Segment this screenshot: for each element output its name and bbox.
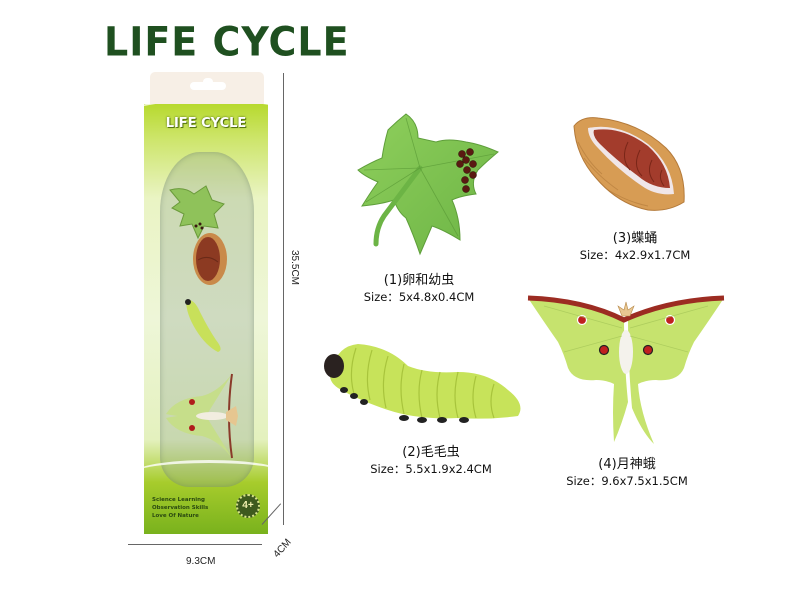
item-size: Size：4x2.9x1.7CM <box>579 248 691 262</box>
item-caption-2: (2)毛毛虫 Size：5.5x1.9x2.4CM <box>356 444 506 478</box>
item-caption-4: (4)月神蛾 Size：9.6x7.5x1.5CM <box>552 456 702 490</box>
item-name: (2)毛毛虫 <box>402 445 460 460</box>
product-package: LIFE CYCLE Science Learnin <box>144 72 268 534</box>
height-label: 35.5CM <box>289 249 301 286</box>
decorative-swoosh <box>144 460 268 486</box>
mini-moth-icon <box>166 373 238 459</box>
item-caption-1: (1)卵和幼虫 Size：5x4.8x0.4CM <box>344 272 494 306</box>
hang-tab <box>150 72 264 106</box>
mini-leaf-icon <box>169 185 225 240</box>
hang-hole <box>190 78 226 90</box>
item-size: Size：5x4.8x0.4CM <box>363 290 475 304</box>
page-title: LIFE CYCLE <box>104 18 350 66</box>
width-dimension-line <box>128 544 262 545</box>
item-name: (4)月神蛾 <box>598 457 656 472</box>
item-size: Size：5.5x1.9x2.4CM <box>370 462 492 476</box>
item-name: (1)卵和幼虫 <box>383 273 455 288</box>
leaf-with-eggs-icon <box>357 113 499 256</box>
item-caption-3: (3)蝶蛹 Size：4x2.9x1.7CM <box>560 230 710 264</box>
width-label: 9.3CM <box>186 556 216 567</box>
luna-moth-icon <box>527 295 725 444</box>
pupa-icon <box>573 117 685 211</box>
height-dimension-line <box>283 73 284 525</box>
mini-caterpillar-icon <box>185 299 221 352</box>
age-badge: 4+ <box>236 494 260 518</box>
depth-label: 4CM <box>271 536 294 561</box>
tagline: Science Learning <box>152 497 205 503</box>
item-size: Size：9.6x7.5x1.5CM <box>566 474 688 488</box>
tagline: Love Of Nature <box>152 513 199 519</box>
package-title: LIFE CYCLE <box>165 116 247 131</box>
package-taglines: Science Learning Observation Skills Love… <box>152 496 208 520</box>
tagline: Observation Skills <box>152 505 209 511</box>
item-name: (3)蝶蛹 <box>612 231 658 246</box>
caterpillar-icon <box>324 344 521 423</box>
mini-pupa-icon <box>193 233 227 285</box>
package-box: LIFE CYCLE Science Learnin <box>144 104 268 534</box>
